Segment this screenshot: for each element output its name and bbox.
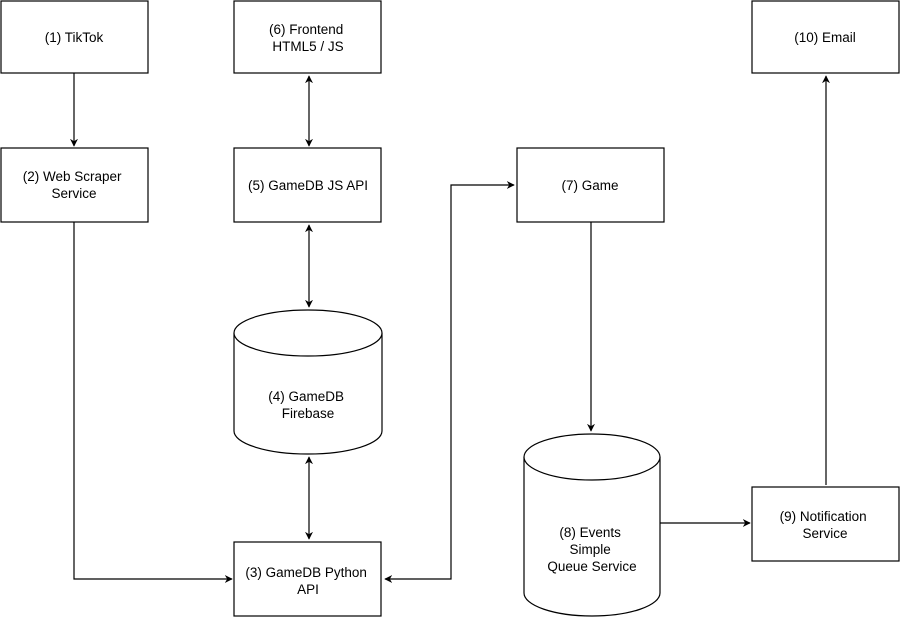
node-web-scraper: (2) Web Scraper Service (0, 147, 149, 223)
edge-python-api-game (384, 181, 515, 583)
node-line: (2) Web Scraper (23, 169, 122, 184)
node-line: (8) Events (559, 525, 621, 540)
node-line: (5) GameDB JS API (248, 178, 368, 193)
node-frontend: (6) Frontend HTML5 / JS (233, 0, 382, 74)
node-frontend-label: (6) Frontend HTML5 / JS (269, 22, 347, 54)
node-events-queue: (8) Events Simple Queue Service (523, 433, 661, 617)
node-line: Firebase (282, 406, 335, 421)
node-line: (3) GameDB Python (245, 565, 367, 580)
node-email: (10) Email (751, 0, 900, 74)
node-line: (4) GameDB (268, 389, 344, 404)
edges (70, 73, 830, 583)
node-line: HTML5 / JS (272, 39, 343, 54)
node-line: API (297, 582, 319, 597)
node-python-api: (3) GameDB Python API (233, 541, 382, 617)
edge-web-scraper-to-python-api (73, 222, 233, 583)
node-firebase-label: (4) GameDB Firebase (268, 389, 348, 421)
node-js-api: (5) GameDB JS API (233, 147, 382, 223)
node-python-api-label: (3) GameDB Python API (245, 565, 370, 597)
node-firebase: (4) GameDB Firebase (233, 309, 383, 455)
node-events-queue-label: (8) Events Simple Queue Service (547, 525, 636, 574)
node-line: (7) Game (561, 178, 618, 193)
node-game-label: (7) Game (561, 178, 618, 193)
node-line: (6) Frontend (269, 22, 343, 37)
node-line: (1) TikTok (45, 30, 104, 45)
node-line: (10) Email (794, 30, 856, 45)
node-web-scraper-label: (2) Web Scraper Service (23, 169, 126, 201)
node-notification: (9) Notification Service (751, 486, 900, 562)
node-game: (7) Game (516, 147, 665, 223)
node-line: (9) Notification (780, 509, 867, 524)
node-js-api-label: (5) GameDB JS API (248, 178, 368, 193)
node-tiktok-label: (1) TikTok (45, 30, 104, 45)
node-line: Simple (569, 542, 610, 557)
node-tiktok: (1) TikTok (0, 0, 149, 74)
node-line: Queue Service (547, 559, 636, 574)
node-notification-label: (9) Notification Service (780, 509, 871, 541)
node-line: Service (802, 526, 847, 541)
node-email-label: (10) Email (794, 30, 856, 45)
node-line: Service (51, 186, 96, 201)
